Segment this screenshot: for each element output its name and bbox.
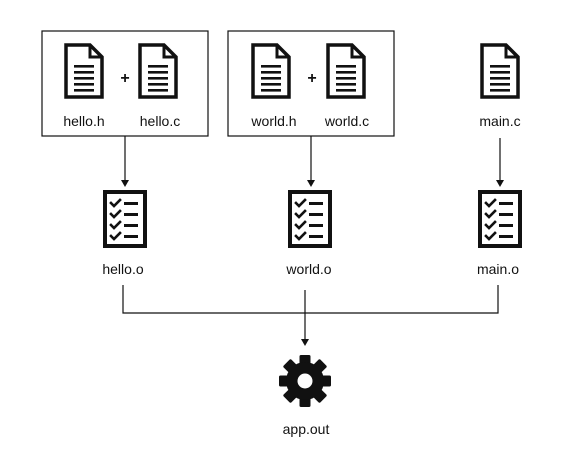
hello-h-label: hello.h — [63, 113, 104, 129]
main-o-label: main.o — [477, 261, 519, 277]
world-plus-sign: + — [307, 70, 316, 87]
world-h-file-icon — [251, 43, 291, 99]
hello-o-label: hello.o — [102, 261, 143, 277]
world-h-label: world.h — [250, 113, 296, 129]
hello-c-label: hello.c — [140, 113, 180, 129]
hello-o-checklist-icon — [103, 190, 147, 248]
gear-icon — [279, 355, 331, 407]
world-o-checklist-icon — [288, 190, 332, 248]
app-out-label: app.out — [283, 421, 330, 437]
link-connector — [122, 285, 499, 314]
hello-h-file-icon — [64, 43, 104, 99]
hello-c-file-icon — [138, 43, 178, 99]
main-o-checklist-icon — [478, 190, 522, 248]
main-c-label: main.c — [479, 113, 520, 129]
world-o-label: world.o — [285, 261, 331, 277]
world-c-file-icon — [326, 43, 366, 99]
hello-plus-sign: + — [120, 70, 129, 87]
main-c-file-icon — [480, 43, 520, 99]
world-c-label: world.c — [324, 113, 369, 129]
